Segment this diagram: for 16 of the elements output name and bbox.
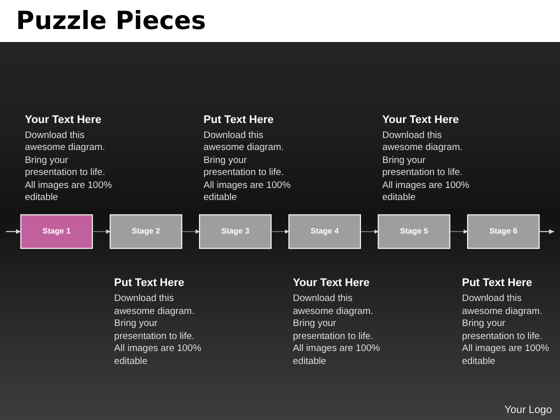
text-heading: Your Text Here	[24, 112, 102, 128]
text-body: Download this awesome diagram. Bring your presentation to life. All images are 100% editable	[382, 130, 470, 205]
text-body: Download this awesome diagram. Bring your presentation to life. All images are 100% editable	[462, 293, 550, 368]
text-heading: Your Text Here	[292, 276, 370, 292]
text-body: Download this awesome diagram. Bring your presentation to life. All images are 100% editable	[292, 293, 382, 368]
text-heading: Put Text Here	[462, 276, 534, 292]
text-body: Download this awesome diagram. Bring your presentation to life. All images are 100% editable	[204, 130, 292, 205]
text-heading: Your Text Here	[382, 112, 460, 128]
arrow	[6, 229, 22, 234]
text-heading: Put Text Here	[204, 112, 275, 128]
title: Puzzle Pieces	[16, 5, 206, 36]
footer-text: Your Logo	[504, 404, 552, 417]
text-body: Download this awesome diagram. Bring your presentation to life. All images are 100% editable	[114, 293, 202, 368]
arrow	[538, 229, 554, 234]
text-heading: Put Text Here	[114, 276, 186, 292]
text-body: Download this awesome diagram. Bring your presentation to life. All images are 100% editable	[24, 130, 113, 205]
